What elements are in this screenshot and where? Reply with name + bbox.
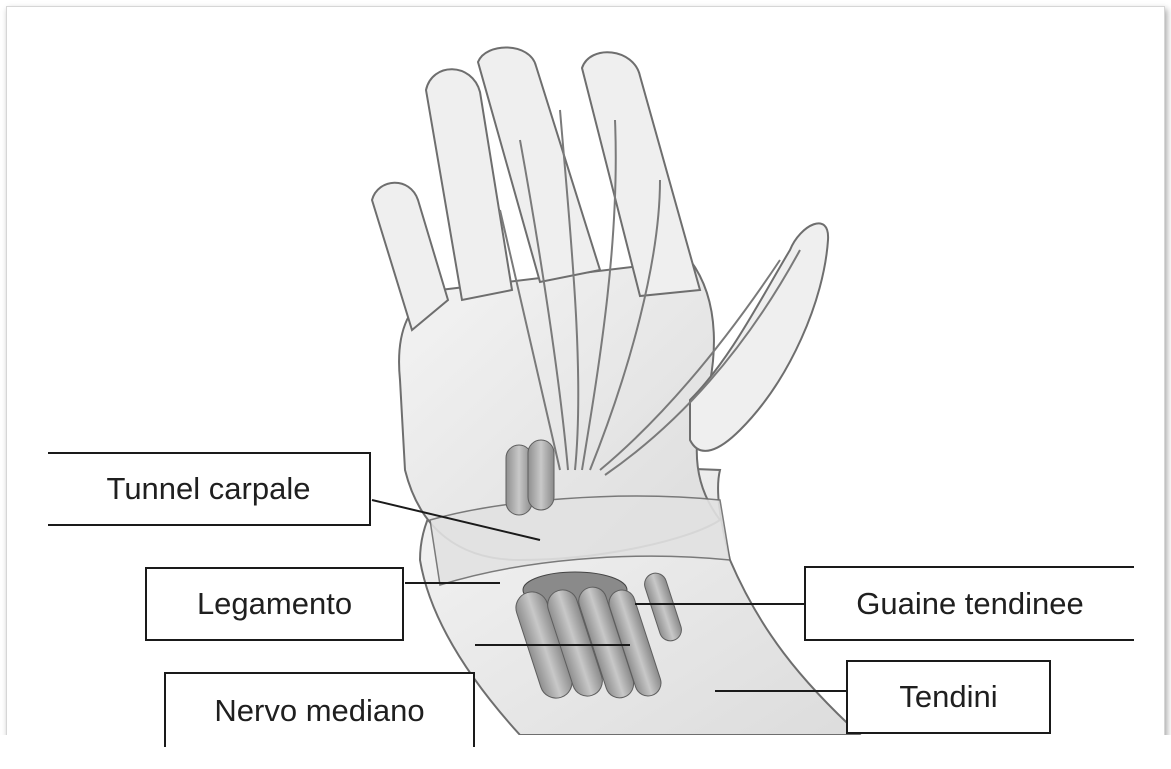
little-finger bbox=[372, 183, 448, 330]
label-nervo-mediano: Nervo mediano bbox=[164, 672, 475, 747]
label-legamento: Legamento bbox=[145, 567, 404, 641]
label-tendini: Tendini bbox=[846, 660, 1051, 734]
index-finger bbox=[582, 52, 700, 296]
label-guaine-tendinee: Guaine tendinee bbox=[804, 566, 1134, 641]
label-tunnel-carpale: Tunnel carpale bbox=[48, 452, 371, 526]
